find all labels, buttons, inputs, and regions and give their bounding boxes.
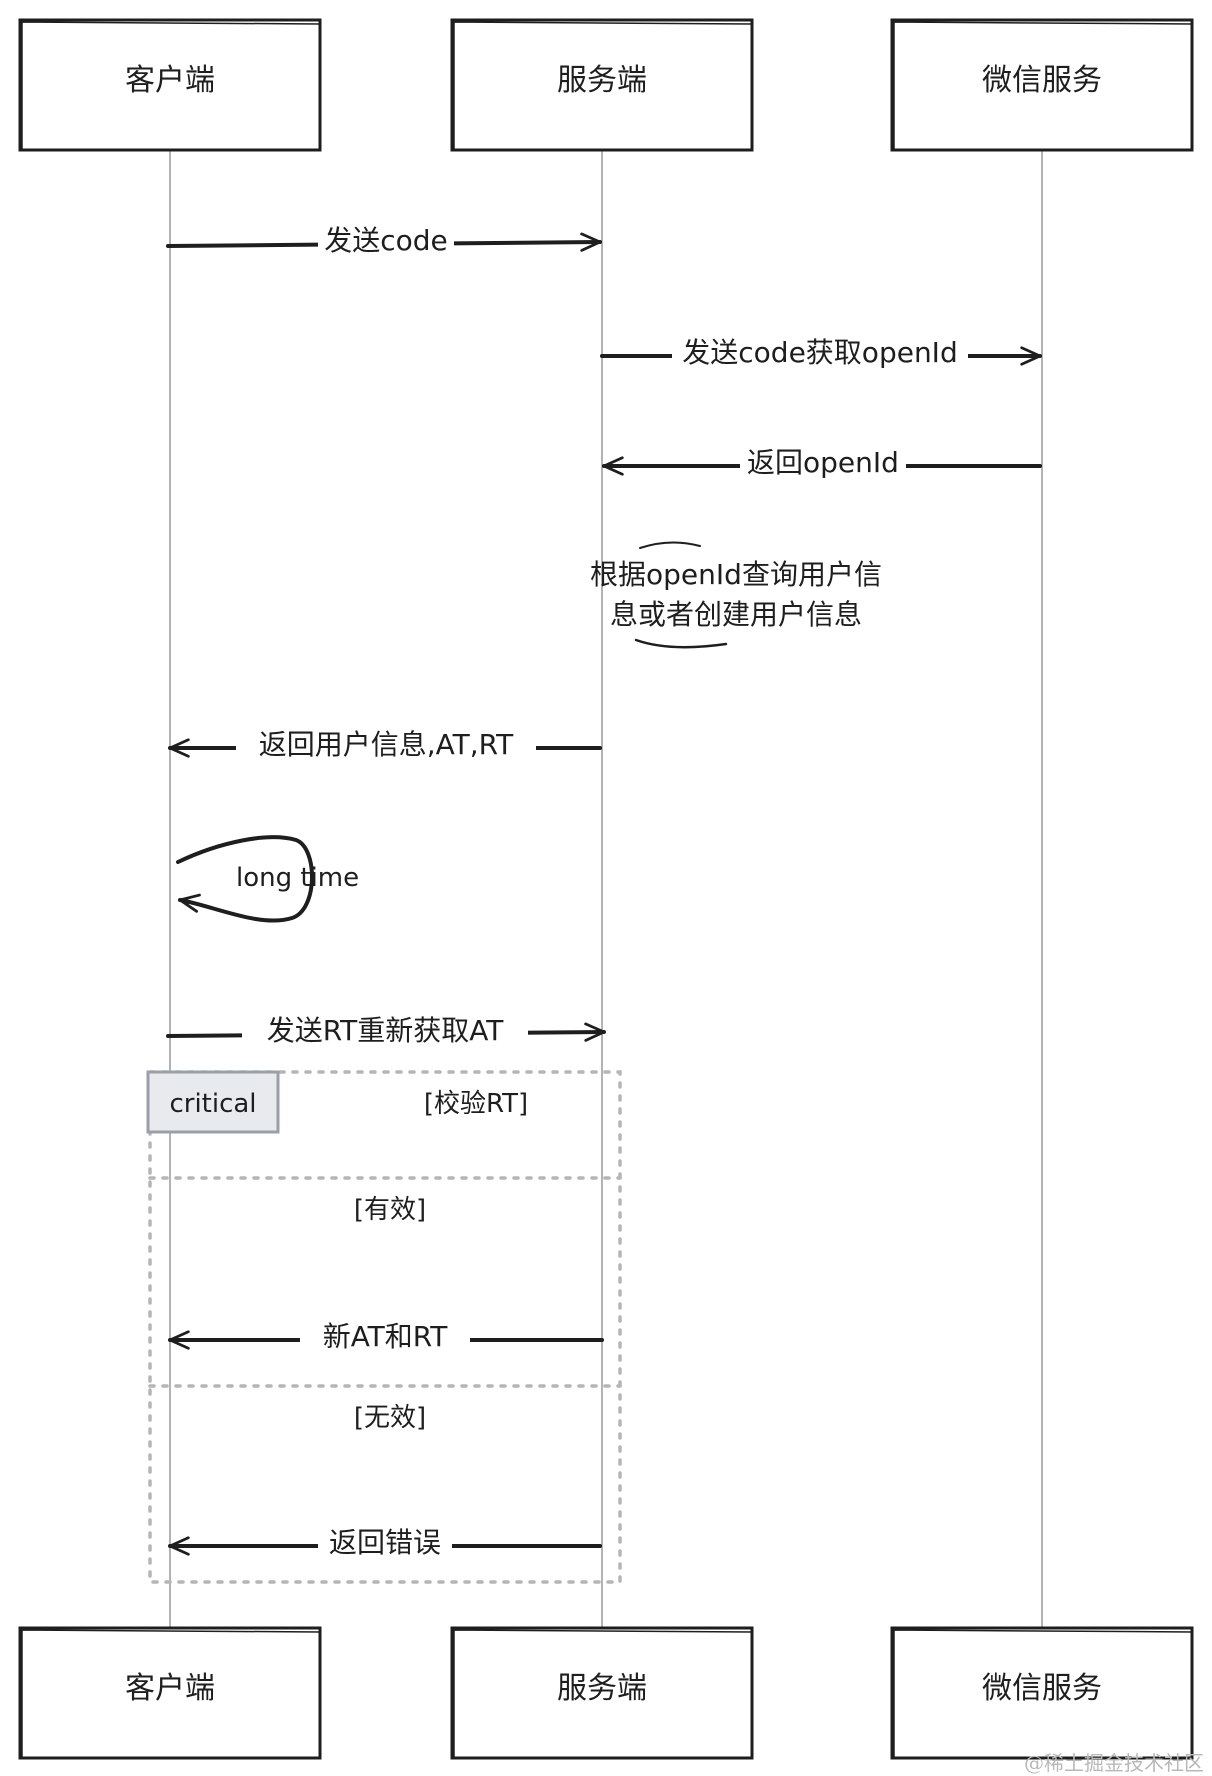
self-loop-label: long time [236, 863, 359, 893]
message-label: 新AT和RT [323, 1320, 449, 1353]
message-return-openid: 返回openId [602, 444, 1042, 484]
branch-valid: [有效] [354, 1195, 426, 1225]
note-line-1: 根据openId查询用户信 [590, 558, 882, 591]
message-send-code: 发送code [166, 220, 602, 260]
actor-label: 微信服务 [982, 1671, 1102, 1706]
message-label: 发送code获取openId [682, 336, 957, 369]
message-label: 发送code [324, 224, 448, 257]
message-label: 返回错误 [329, 1526, 441, 1559]
actor-label: 微信服务 [982, 63, 1102, 98]
actor-box-client-bottom: 客户端 [18, 1626, 322, 1760]
actor-label: 客户端 [125, 63, 215, 98]
message-send-rt: 发送RT重新获取AT [166, 1012, 606, 1052]
message-label: 发送RT重新获取AT [267, 1014, 505, 1047]
message-return-user-info: 返回用户信息,AT,RT [168, 726, 602, 766]
actor-box-wechat-bottom: 微信服务 [890, 1626, 1194, 1760]
branch-invalid: [无效] [354, 1403, 426, 1433]
critical-condition: [校验RT] [424, 1089, 528, 1119]
message-send-code-get-openid: 发送code获取openId [600, 334, 1042, 374]
actor-label: 服务端 [557, 1671, 647, 1706]
critical-fragment: critical [校验RT] [有效] [无效] [146, 1070, 622, 1584]
actor-box-wechat-top: 微信服务 [890, 18, 1194, 152]
message-return-error: 返回错误 [168, 1524, 602, 1564]
critical-tag-label: critical [169, 1089, 256, 1119]
actor-label: 服务端 [557, 63, 647, 98]
message-label: 返回用户信息,AT,RT [259, 728, 514, 761]
message-label: 返回openId [747, 446, 899, 479]
note-openid-lookup: 根据openId查询用户信 息或者创建用户信息 [590, 541, 882, 649]
note-line-2: 息或者创建用户信息 [610, 598, 862, 631]
actor-label: 客户端 [125, 1671, 215, 1706]
actor-box-server-top: 服务端 [450, 18, 754, 152]
critical-tag: critical [146, 1070, 280, 1134]
actor-box-client-top: 客户端 [18, 18, 322, 152]
self-loop-long-time: long time [176, 835, 359, 923]
actor-box-server-bottom: 服务端 [450, 1626, 754, 1760]
message-new-at-rt: 新AT和RT [168, 1318, 604, 1358]
watermark: @稀土掘金技术社区 [1024, 1751, 1204, 1775]
